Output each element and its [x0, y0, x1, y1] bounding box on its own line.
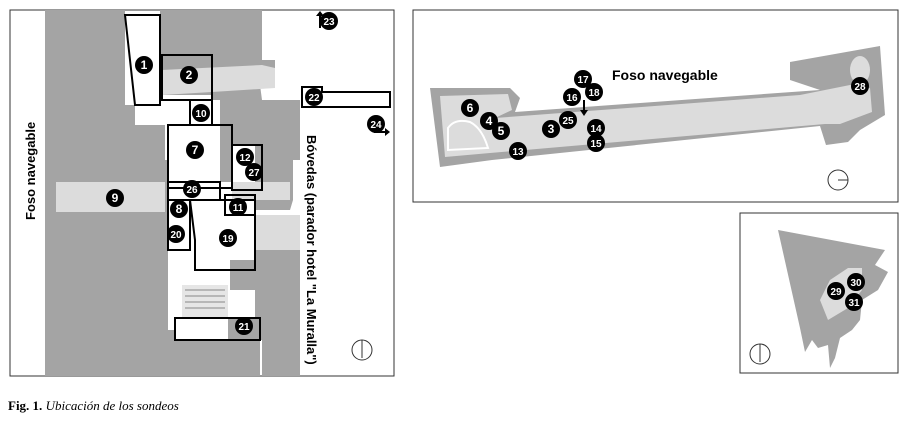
- marker-label-1: 1: [141, 58, 148, 72]
- marker-8: [170, 200, 188, 218]
- marker-24: [367, 115, 385, 133]
- trench-12: [231, 144, 263, 191]
- marker-label-11: 11: [233, 203, 244, 214]
- trench-19: [188, 199, 256, 271]
- marker-label-14: 14: [590, 124, 602, 135]
- marker-31: [845, 293, 863, 311]
- trench-22: [301, 86, 391, 108]
- marker-label-25: 25: [562, 116, 574, 127]
- label-bovedas: Bóvedas (parador hotel "La Muralla"): [304, 135, 319, 365]
- marker-29: [827, 282, 845, 300]
- marker-17: [574, 70, 592, 88]
- trench-1: [123, 14, 161, 106]
- marker-label-22: 22: [308, 93, 320, 104]
- trench-19-side: [255, 215, 300, 250]
- marker-label-3: 3: [548, 122, 555, 136]
- marker-11: [229, 198, 247, 216]
- label-foso-left: Foso navegable: [23, 122, 38, 220]
- marker-20: [167, 225, 185, 243]
- marker-1: [135, 56, 153, 74]
- down-arrow-icon: [580, 100, 588, 116]
- marker-15: [587, 134, 605, 152]
- marker-label-20: 20: [170, 230, 182, 241]
- marker-3: [542, 120, 560, 138]
- caption-bold: Fig. 1.: [8, 398, 43, 413]
- arch-outline: [447, 119, 490, 152]
- marker-16: [563, 88, 581, 106]
- marker-5: [492, 122, 510, 140]
- marker-10: [192, 104, 210, 122]
- marker-27: [245, 163, 263, 181]
- tower-base: [850, 56, 870, 84]
- marker-13: [509, 142, 527, 160]
- marker-2: [180, 66, 198, 84]
- marker-label-4: 4: [486, 114, 493, 128]
- panel-top-right: Foso navegable: [412, 9, 899, 203]
- marker-label-31: 31: [848, 298, 860, 309]
- wall-block-top: [160, 10, 300, 210]
- figure-caption: Fig. 1. Ubicación de los sondeos: [8, 398, 179, 414]
- marker-label-9: 9: [112, 191, 119, 205]
- north-arrow-icon: [351, 339, 373, 361]
- marker-22: [305, 88, 323, 106]
- marker-label-23: 23: [323, 17, 335, 28]
- marker-label-8: 8: [176, 202, 183, 216]
- marker-12: [236, 148, 254, 166]
- marker-25: [559, 111, 577, 129]
- marker-19: [219, 229, 237, 247]
- marker-label-24: 24: [370, 120, 382, 131]
- marker-6: [461, 99, 479, 117]
- markers: 1279810122627111920212223246451332516171…: [106, 12, 869, 335]
- caption-italic: Ubicación de los sondeos: [45, 398, 179, 413]
- marker-30: [847, 273, 865, 291]
- marker-label-16: 16: [566, 93, 578, 104]
- marker-label-5: 5: [498, 124, 505, 138]
- marker-9: [106, 189, 124, 207]
- marker-label-7: 7: [192, 143, 199, 157]
- label-foso-right: Foso navegable: [612, 67, 718, 83]
- marker-label-26: 26: [186, 185, 198, 196]
- marker-label-13: 13: [512, 147, 524, 158]
- marker-label-27: 27: [248, 168, 260, 179]
- marker-label-29: 29: [830, 287, 842, 298]
- marker-label-6: 6: [467, 101, 474, 115]
- north-arrow-icon-2: [827, 169, 849, 191]
- marker-18: [585, 83, 603, 101]
- marker-21: [235, 317, 253, 335]
- marker-label-30: 30: [850, 278, 862, 289]
- channel-foso: [440, 85, 872, 157]
- marker-label-15: 15: [590, 139, 602, 150]
- marker-14: [587, 119, 605, 137]
- marker-label-28: 28: [854, 82, 866, 93]
- marker-label-18: 18: [588, 88, 600, 99]
- north-arrow-icon-3: [749, 343, 771, 365]
- trench-11: [224, 194, 256, 216]
- marker-label-12: 12: [239, 153, 251, 164]
- marker-label-21: 21: [238, 322, 250, 333]
- marker-label-17: 17: [577, 75, 589, 86]
- marker-23: [320, 12, 338, 30]
- marker-label-19: 19: [222, 234, 234, 245]
- marker-7: [186, 141, 204, 159]
- marker-label-10: 10: [195, 109, 207, 120]
- stairs-lines: [185, 289, 225, 309]
- panel-left: Foso navegable Bóvedas (parador hotel "L…: [9, 9, 395, 377]
- trench-21: [174, 317, 261, 341]
- marker-26: [183, 180, 201, 198]
- marker-4: [480, 112, 498, 130]
- marker-label-2: 2: [186, 68, 193, 82]
- panel-bottom-right: [739, 212, 899, 374]
- marker-28: [851, 77, 869, 95]
